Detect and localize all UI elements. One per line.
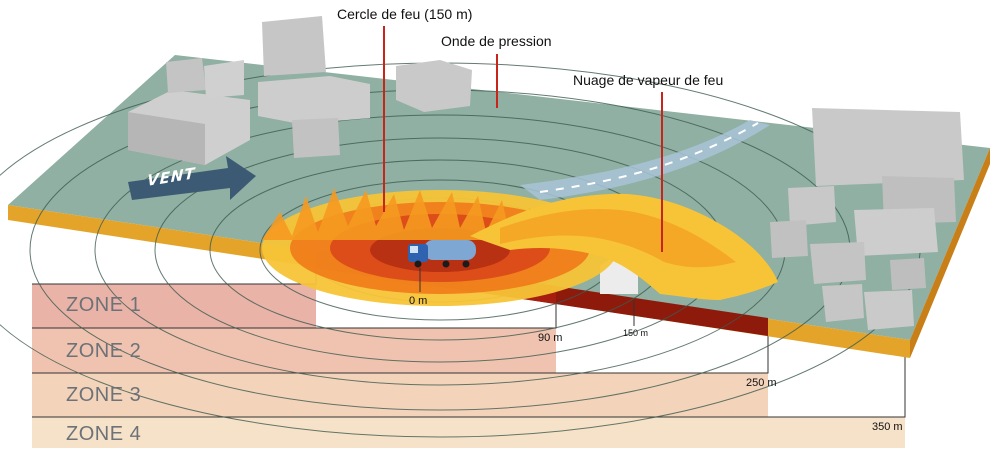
zone-3-line [32, 320, 769, 374]
zone-3-band [32, 373, 768, 417]
zone-2-label: ZONE 2 [66, 340, 142, 362]
distance-250m: 250 m [746, 377, 777, 389]
vapor-cloud [470, 193, 778, 300]
zone-4-line [32, 340, 906, 418]
tanker-truck [408, 240, 476, 268]
ground-right-edge [910, 148, 990, 358]
buildings-right [600, 108, 964, 330]
pressure-wave-callout: Onde de pression [441, 33, 552, 49]
road-markings [539, 122, 759, 193]
distance-350m: 350 m [872, 421, 903, 433]
fire-circle-callout: Cercle de feu (150 m) [337, 6, 473, 22]
zone-1-band [32, 284, 316, 328]
distance-0m: 0 m [409, 295, 428, 307]
distance-90m: 90 m [538, 332, 563, 344]
vapor-cloud-callout: Nuage de vapeur de feu [573, 72, 724, 88]
zone-3-label: ZONE 3 [66, 384, 142, 406]
zone-1-label: ZONE 1 [66, 294, 142, 316]
distance-150m: 150 m [623, 328, 649, 338]
wind-arrow [128, 156, 256, 200]
zone-4-label: ZONE 4 [66, 423, 142, 445]
buildings-left [128, 16, 472, 165]
road [520, 120, 770, 200]
zone-4-band [32, 417, 905, 448]
